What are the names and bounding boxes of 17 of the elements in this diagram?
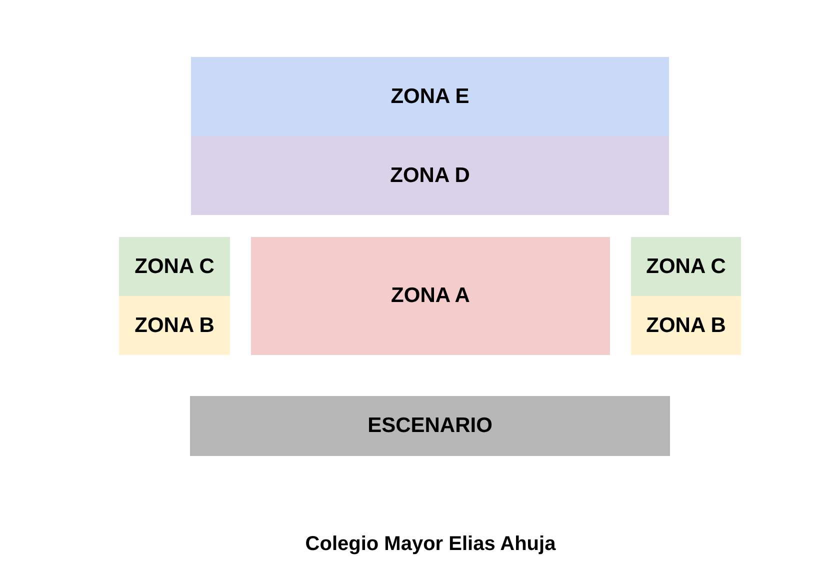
zone-label: ZONA C (646, 254, 726, 278)
seating-zone (191, 136, 669, 215)
seating-zone (631, 237, 741, 296)
zone-label: ZONA E (390, 84, 470, 108)
seating-zone (251, 237, 610, 355)
seating-zone (631, 296, 741, 355)
caption: Colegio Mayor Elias Ahuja (305, 533, 556, 555)
zone-label: ZONA D (390, 164, 470, 188)
seating-zone (119, 237, 230, 296)
zone-label: ESCENARIO (368, 414, 492, 438)
zone-label: ZONA B (646, 314, 726, 338)
zone-label: ZONA B (134, 314, 214, 338)
seating-zone (119, 296, 230, 355)
zone-label: ZONA A (391, 284, 470, 308)
stage-area (190, 396, 670, 456)
seating-zone (191, 57, 669, 136)
zone-label: ZONA C (134, 254, 214, 278)
